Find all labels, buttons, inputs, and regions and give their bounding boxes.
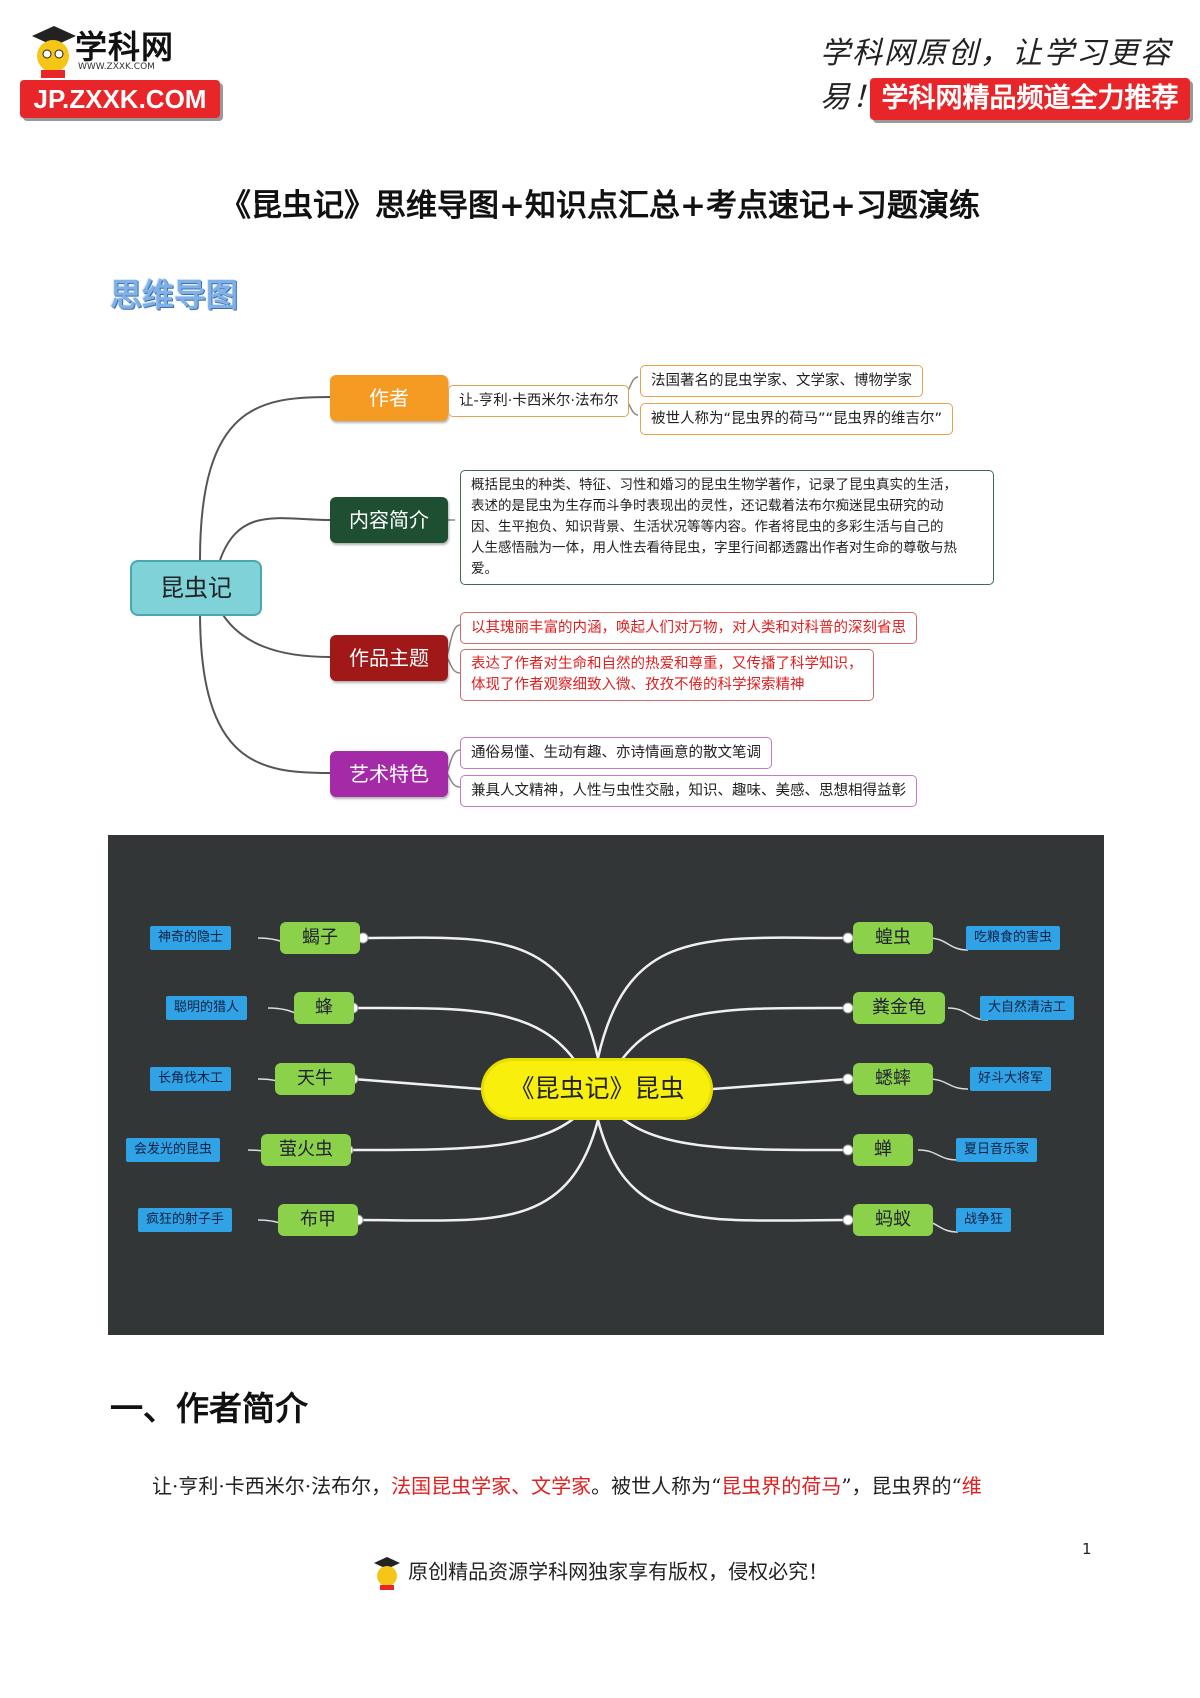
art-leaf-2: 兼具人文精神，人性与虫性交融，知识、趣味、美感、思想相得益彰 (460, 775, 917, 807)
logo-name: 学科网 (75, 28, 175, 66)
insect-node-right-3: 蟋蟀 (853, 1063, 933, 1095)
trait-node-left-3: 长角伐木工 (150, 1067, 232, 1091)
art-leaf-1: 通俗易懂、生动有趣、亦诗情画意的散文笔调 (460, 737, 772, 769)
trait-node-right-4: 夏日音乐家 (956, 1138, 1038, 1162)
channel-banner[interactable]: 学科网精品频道全力推荐 (870, 78, 1190, 120)
insect-node-right-5: 蚂蚁 (853, 1204, 933, 1236)
theme-line-1: 表达了作者对生命和自然的热爱和尊重，又传播了科学知识， (471, 656, 863, 672)
insect-node-left-4: 萤火虫 (261, 1134, 351, 1166)
insect-node-left-1: 蝎子 (280, 922, 360, 954)
insect-node-right-2: 粪金龟 (853, 992, 945, 1024)
author-leaf-1: 法国著名的昆虫学家、文学家、博物学家 (640, 365, 923, 397)
section-heading-author: 一、作者简介 (110, 1389, 308, 1428)
slogan: 学科网原创，让学习更容易！ (820, 36, 1172, 115)
trait-node-left-5: 疯狂的射子手 (138, 1208, 233, 1232)
page-number: 1 (1082, 1540, 1092, 1558)
insect-node-left-5: 布甲 (278, 1204, 358, 1236)
theme-leaf-1: 以其瑰丽丰富的内涵，唤起人们对万物，对人类和对科普的深刻省思 (460, 612, 917, 644)
content-line-1: 概括昆虫的种类、特征、习性和婚习的昆虫生物学著作，记录了昆虫真实的生活， (471, 477, 957, 493)
insect-node-left-2: 蜂 (294, 992, 354, 1024)
trait-node-left-4: 会发光的昆虫 (126, 1138, 221, 1162)
author-name-node: 让-亨利·卡西米尔·法布尔 (448, 385, 630, 417)
theme-line-2: 体现了作者观察细致入微、孜孜不倦的科学探索精神 (471, 677, 805, 693)
author-highlight-3: 维 (961, 1474, 982, 1498)
author-highlight-1: 法国昆虫学家、文学家 (391, 1474, 592, 1498)
footer: 原创精品资源学科网独家享有版权，侵权必究！ (0, 1555, 1200, 1591)
branch-author: 作者 (330, 375, 448, 421)
author-text-2: 。被世人称为“ (591, 1474, 722, 1498)
trait-node-right-1: 吃粮食的害虫 (966, 926, 1061, 950)
insect-node-left-3: 天牛 (275, 1063, 355, 1095)
content-leaf: 概括昆虫的种类、特征、习性和婚习的昆虫生物学著作，记录了昆虫真实的生活， 表述的… (460, 470, 994, 585)
branch-theme: 作品主题 (330, 635, 448, 681)
trait-node-right-5: 战争狂 (956, 1208, 1012, 1232)
branch-art: 艺术特色 (330, 751, 448, 797)
content-line-3: 因、生平抱负、知识背景、生活状况等等内容。作者将昆虫的多彩生活与自己的 (471, 519, 944, 535)
mascot-icon (373, 1557, 400, 1590)
section-mindmap-title: 思维导图 (110, 276, 239, 314)
document-title: 《昆虫记》思维导图+知识点汇总+考点速记+习题演练 (220, 188, 980, 224)
content-line-4: 人生感悟融为一体，用人性去看待昆虫，字里行间都透露出作者对生命的尊敬与热爱。 (471, 540, 957, 577)
mindmap-overview: 昆虫记 作者 让-亨利·卡西米尔·法布尔 法国著名的昆虫学家、文学家、博物学家 … (110, 345, 1090, 815)
content-line-2: 表述的是昆虫为生存而斗争时表现出的灵性，还记载着法布尔痴迷昆虫研究的动 (471, 498, 944, 514)
logo-url: WWW.ZXXK.COM (78, 62, 155, 72)
logo (20, 18, 230, 128)
author-text-1: 让·亨利·卡西米尔·法布尔， (152, 1474, 392, 1498)
trait-node-right-2: 大自然清洁工 (980, 996, 1075, 1020)
copyright-text: 原创精品资源学科网独家享有版权，侵权必究！ (408, 1559, 829, 1584)
trait-node-left-1: 神奇的隐士 (150, 926, 232, 950)
author-text-3: ”，昆虫界的“ (841, 1474, 962, 1498)
author-leaf-2: 被世人称为“昆虫界的荷马”“昆虫界的维吉尔” (640, 403, 954, 435)
insect-node-right-1: 蝗虫 (853, 922, 933, 954)
theme-leaf-2: 表达了作者对生命和自然的热爱和尊重，又传播了科学知识， 体现了作者观察细致入微、… (460, 649, 874, 701)
author-highlight-2: 昆虫界的荷马 (721, 1474, 842, 1498)
author-paragraph: 让·亨利·卡西米尔·法布尔，法国昆虫学家、文学家。被世人称为“昆虫界的荷马”，昆… (152, 1470, 1112, 1499)
insect-root: 《昆虫记》昆虫 (481, 1058, 713, 1120)
logo-badge[interactable]: JP.ZXXK.COM (20, 80, 220, 118)
trait-node-right-3: 好斗大将军 (970, 1067, 1052, 1091)
mindmap-root: 昆虫记 (130, 560, 262, 616)
insect-node-right-4: 蝉 (853, 1134, 913, 1166)
mascot-icon (32, 26, 76, 78)
branch-content: 内容简介 (330, 497, 448, 543)
mindmap-insects: 《昆虫记》昆虫 蝎子 神奇的隐士 蜂 聪明的猎人 天牛 长角伐木工 萤火虫 会发… (108, 835, 1104, 1335)
trait-node-left-2: 聪明的猎人 (166, 996, 248, 1020)
